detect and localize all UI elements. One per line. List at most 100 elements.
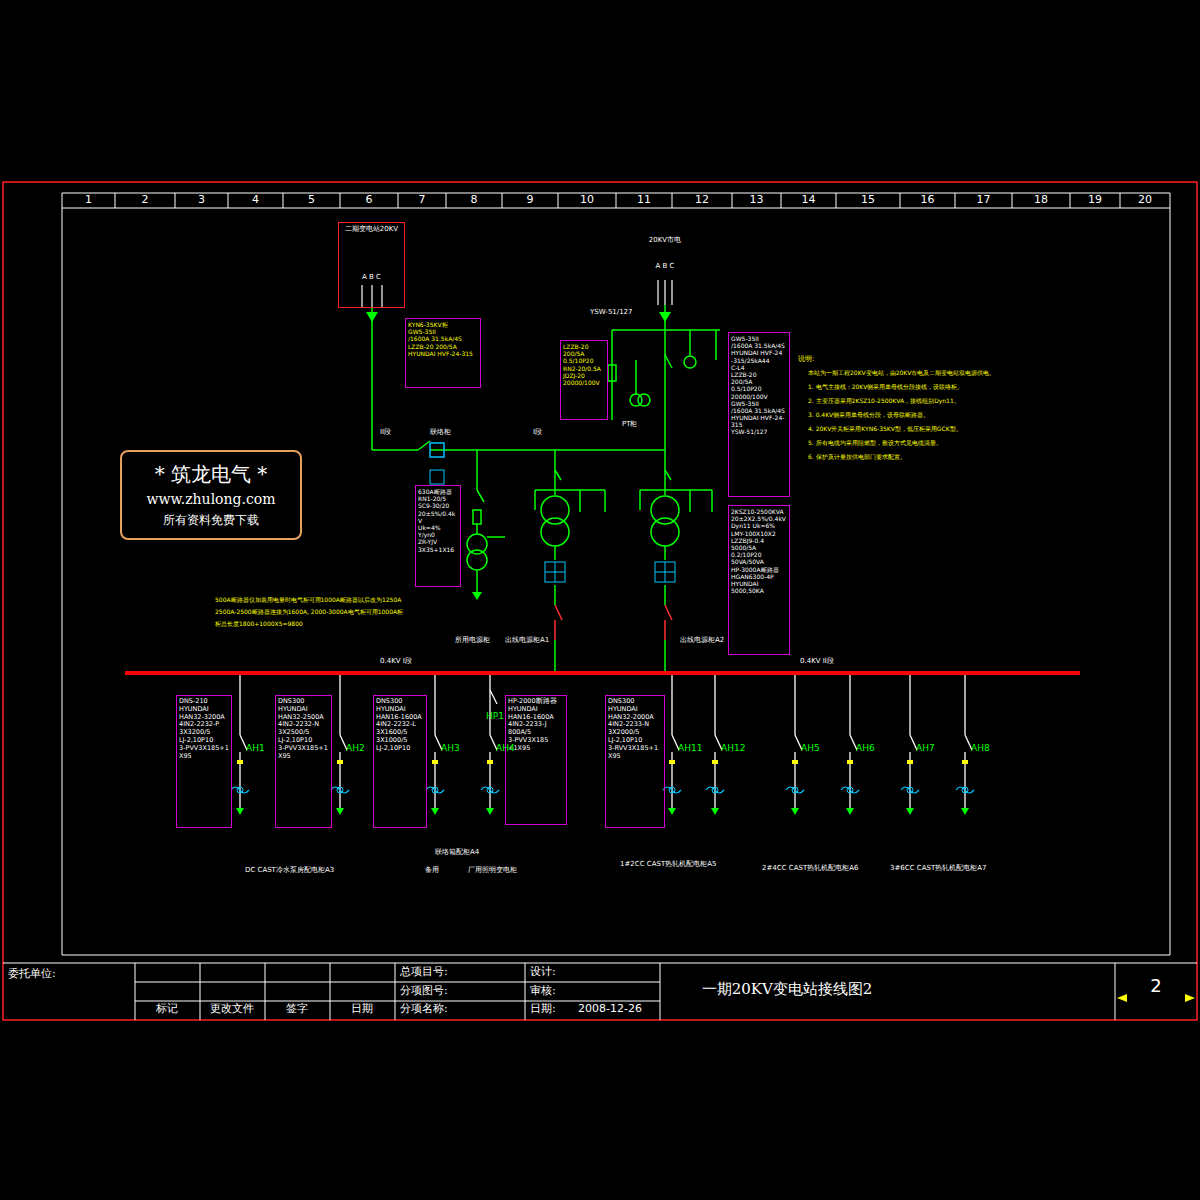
equipment-text: 4IN2-2232-L <box>376 721 424 729</box>
equipment-text: +1X95 <box>508 745 564 753</box>
equipment-text: 20000/100V <box>563 379 605 386</box>
equipment-text: /1600A 31.5kA/4S <box>731 342 787 349</box>
feeder-tag: AH7 <box>916 743 935 753</box>
column-divider <box>732 193 733 208</box>
equipment-text: LMY-100X10X2 <box>731 530 787 537</box>
cabinet-name: 出线电源柜A2 <box>680 636 724 644</box>
wire-part <box>487 787 493 793</box>
wire-part <box>236 808 244 815</box>
bus-section: 0.4KV I段 <box>380 657 412 665</box>
column-number: 6 <box>366 194 373 207</box>
wire-part <box>663 787 681 793</box>
column-number: 3 <box>198 194 205 207</box>
watermark-text: www.zhulong.com <box>126 491 296 508</box>
feeder-caption: 2#4CC CAST热轧机配电柜A6 <box>762 864 858 872</box>
equipment-text: SC9-30/20 <box>418 502 458 509</box>
equipment-text: 0.5/10P20 <box>563 357 605 364</box>
wire-part <box>962 760 968 764</box>
equipment-text: A B C <box>341 273 402 281</box>
equipment-text: 3X2500/5 <box>278 729 329 737</box>
feeder-caption: 3#6CC CAST热轧机配电柜A7 <box>890 864 986 872</box>
equipment-text: -315/25kA44 <box>731 357 787 364</box>
wire-part <box>791 808 799 815</box>
wire-part <box>795 735 802 750</box>
wire-part <box>431 808 439 815</box>
ct-symbols <box>430 470 675 582</box>
equipment-text: LZZB-20 200/5A <box>408 343 478 350</box>
title-block-field: 更改文件 <box>210 1003 254 1016</box>
feeder-tag: AH3 <box>441 743 460 753</box>
equipment-text: 800A/5 <box>508 729 564 737</box>
note-heading: 说明: <box>798 355 814 363</box>
column-number: 12 <box>695 194 709 207</box>
equipment-text: HAN32-3200A <box>179 714 229 722</box>
equipment-text: GW5-35II <box>731 400 787 407</box>
equipment-text: 3X2000/5 <box>608 729 662 737</box>
drawing-title: 一期20KV变电站接线图2 <box>702 981 873 998</box>
column-divider <box>672 193 673 208</box>
equipment-text: 0.5/10P20 <box>731 385 787 392</box>
column-number: 14 <box>802 194 816 207</box>
feeder-box: HP-2000断路器HYUNDAIHAN16-1600A4IN2-2233-J8… <box>505 695 567 825</box>
equipment-text: LZZB-20 <box>563 343 605 350</box>
equipment-text: 20±2X2.5%/0.4kV <box>731 515 787 522</box>
wire-part <box>712 787 718 793</box>
wire-part <box>715 735 722 750</box>
watermark-text: 所有资料免费下载 <box>126 513 296 527</box>
column-divider <box>1070 193 1071 208</box>
equipment-text: LZZBJ9-0.4 <box>731 537 787 544</box>
column-divider <box>446 193 447 208</box>
wire-part <box>489 675 490 735</box>
equipment-text: HYUNDAI <box>278 706 329 714</box>
wire-part <box>337 787 343 793</box>
equipment-text: KYN6-35KV柜 <box>408 321 478 328</box>
wire-part <box>786 787 804 793</box>
wire-part <box>792 760 798 764</box>
title-block-field: 设计: <box>530 966 556 979</box>
equipment-box: KYN6-35KV柜GW5-35II/1600A 31.5kA/4SLZZB-2… <box>405 318 481 388</box>
wire-part <box>965 735 972 750</box>
equipment-text: 3X35+1X16 <box>418 546 458 553</box>
wire-part <box>490 690 497 704</box>
column-number: 13 <box>750 194 764 207</box>
equipment-text: /1600A 31.5kA/4S <box>408 335 478 342</box>
title-block-field: 分项名称: <box>400 1003 448 1016</box>
equipment-text: 3-PVV3X185 <box>508 737 564 745</box>
column-number: 20 <box>1138 194 1152 207</box>
equipment-text: RN1-20/5 <box>418 495 458 502</box>
equipment-text: 4IN2-2233-J <box>508 721 564 729</box>
column-divider <box>781 193 782 208</box>
column-number: 10 <box>580 194 594 207</box>
title-block-field: 委托单位: <box>8 968 56 981</box>
wire-part <box>794 675 795 735</box>
source-name: 20KV市电 <box>649 236 681 244</box>
column-divider <box>502 193 503 208</box>
equipment-text: X95 <box>179 753 229 761</box>
lv-busbar <box>125 671 1080 675</box>
grid-frame <box>3 193 1197 1020</box>
feeder-tag: AH12 <box>721 743 745 753</box>
equipment-text: HYUNDAI HVF-24-315 <box>408 350 478 357</box>
equipment-text: Y/yn0 <box>418 531 458 538</box>
equipment-text: DNS300 <box>608 698 662 706</box>
equipment-text: 3X1600/5 <box>376 729 424 737</box>
column-number: 2 <box>142 194 149 207</box>
equipment-text: HAN16-1600A <box>508 714 564 722</box>
column-divider <box>558 193 559 208</box>
drawing-frame <box>3 182 1197 1020</box>
cable-heads <box>366 312 671 600</box>
equipment-text: HAN32-2000A <box>608 714 662 722</box>
wire-part <box>237 787 243 793</box>
equipment-box: GW5-35II/1600A 31.5kA/4SHYUNDAI HVF-24-3… <box>728 332 790 497</box>
wire-part <box>434 675 435 735</box>
column-number: 19 <box>1088 194 1102 207</box>
cabinet-name: 所用电源柜 <box>455 636 490 644</box>
feeder-tag: AH6 <box>856 743 875 753</box>
equipment-text: 5000/5A <box>731 544 787 551</box>
note-text: 5. 所有电缆均采用阻燃型，敷设方式见电缆清册。 <box>808 440 942 447</box>
watermark-box: * 筑龙电气 *www.zhulong.com所有资料免费下载 <box>120 450 302 540</box>
wire-part <box>339 675 340 735</box>
bus-section: 0.4KV II段 <box>800 657 834 665</box>
wire-part <box>331 787 349 793</box>
